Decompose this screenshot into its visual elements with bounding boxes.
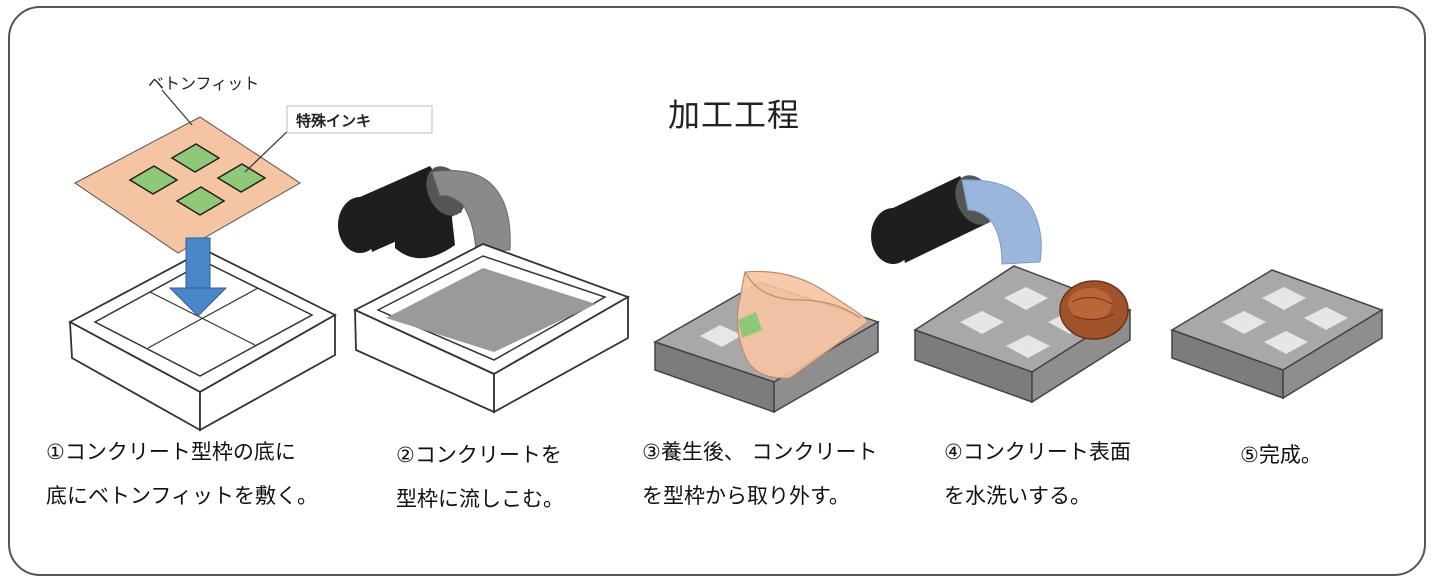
step-1-caption: ①コンクリート型枠の底に 底にベトンフィットを敷く。 <box>46 430 318 518</box>
ink-square <box>738 312 762 338</box>
step-caption-line: ③養生後、 コンクリート <box>642 440 878 464</box>
step-2-caption: ②コンクリートを 型枠に流しこむ。 <box>396 433 564 521</box>
step-caption-line: ②コンクリートを <box>396 443 562 467</box>
ink-square <box>216 163 267 193</box>
process-illustrations <box>68 89 1384 432</box>
ink-square <box>175 186 226 216</box>
step-caption-line: を水洗いする。 <box>944 484 1091 508</box>
step-caption-line: ⑤完成。 <box>1240 443 1322 467</box>
ink-label-box <box>286 105 433 134</box>
betonfit-sheet <box>74 116 301 254</box>
step-3-caption: ③養生後、 コンクリート を型枠から取り外す。 <box>642 430 878 518</box>
ink-leader <box>244 125 294 173</box>
betonfit-label: ベトンフィット <box>148 74 260 93</box>
step-caption-line: 型枠に流しこむ。 <box>396 487 564 511</box>
special-ink-label: 特殊インキ <box>296 112 372 130</box>
diagram-title: 加工工程 <box>668 96 801 134</box>
down-arrow-icon <box>168 237 228 317</box>
brush-icon <box>1059 280 1129 340</box>
empty-mold <box>68 248 337 432</box>
step-4-caption: ④コンクリート表面 を水洗いする。 <box>944 430 1131 518</box>
step-caption-line: を型枠から取り外す。 <box>642 484 850 508</box>
finished-slab <box>1170 269 1384 400</box>
step-caption-line: 底にベトンフィットを敷く。 <box>46 484 318 508</box>
step-caption-line: ④コンクリート表面 <box>944 440 1131 464</box>
ink-square <box>170 143 221 173</box>
water-stream <box>961 179 1042 265</box>
peeled-sheet <box>736 270 869 379</box>
step-caption-line: ①コンクリート型枠の底に <box>46 440 296 464</box>
step-5-caption: ⑤完成。 <box>1240 433 1322 477</box>
filled-mold <box>352 243 631 414</box>
betonfit-leader <box>161 89 193 126</box>
ink-square <box>128 165 179 195</box>
